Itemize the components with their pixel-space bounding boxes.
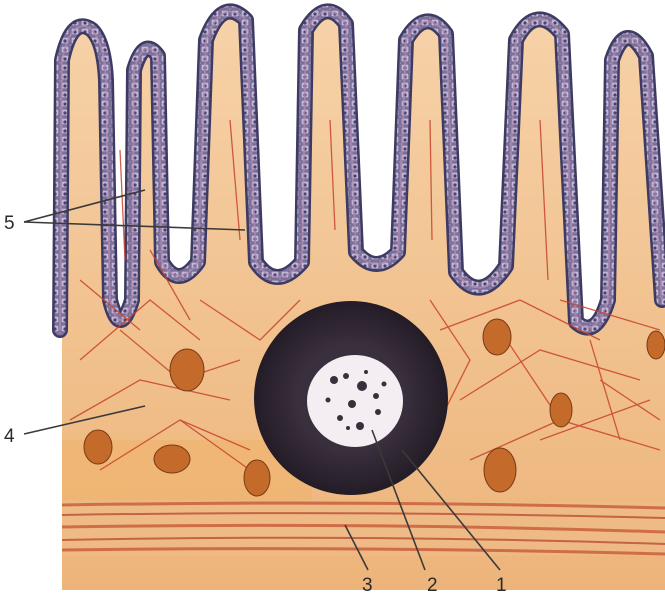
label-3: 3 xyxy=(362,575,373,596)
label-1: 1 xyxy=(496,575,507,596)
label-4: 4 xyxy=(4,426,15,447)
muscle-shading xyxy=(62,502,665,556)
germinal-center xyxy=(307,355,403,447)
label-2: 2 xyxy=(427,575,438,596)
label-5: 5 xyxy=(4,213,15,234)
lymphoid-nodule xyxy=(254,301,448,495)
